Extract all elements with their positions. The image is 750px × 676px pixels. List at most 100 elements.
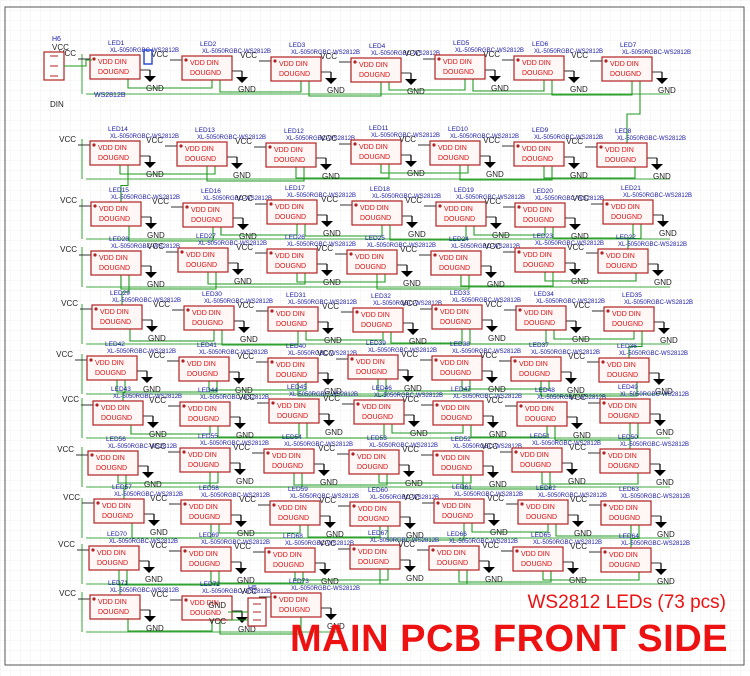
ground-symbol — [486, 326, 498, 332]
led-designator: LED28 — [109, 236, 129, 243]
led-pin-labels-bottom: DOUGND — [188, 462, 219, 469]
led-part-number: XL-5050RGBC-WS2812B — [532, 441, 601, 447]
vcc-net-label: VCC — [320, 52, 337, 61]
gnd-net-label: GND — [572, 335, 590, 344]
led-designator: LED16 — [201, 188, 221, 195]
led-pin-labels-bottom: DOUGND — [273, 562, 304, 569]
led-pin-labels-bottom: DOUGND — [606, 263, 637, 270]
led-part-number: XL-5050RGBC-WS2812B — [112, 298, 181, 304]
gnd-net-label: GND — [655, 387, 673, 396]
led-part-number: XL-5050RGBC-WS2812B — [620, 442, 689, 448]
led-part-number: XL-5050RGBC-WS2812B — [537, 395, 606, 401]
gnd-net-label: GND — [403, 279, 421, 288]
ground-symbol — [144, 76, 156, 82]
led-designator: LED23 — [533, 233, 553, 240]
gnd-net-label: GND — [322, 172, 340, 181]
gnd-net-label: GND — [321, 577, 339, 586]
led-part-number: XL-5050RGBC-WS2812B — [113, 394, 182, 400]
led-designator: LED73 — [289, 578, 309, 585]
led-body — [266, 199, 318, 225]
led-pin-labels-top: VDD DIN — [606, 253, 635, 260]
led-designator: LED40 — [286, 343, 306, 350]
gnd-net-label: GND — [238, 625, 256, 634]
led-designator: LED61 — [452, 484, 472, 491]
led-body — [181, 55, 233, 81]
gnd-net-label: GND — [146, 84, 164, 93]
gnd-net-label: GND — [234, 277, 252, 286]
led-pin-labels-bottom: DOUGND — [610, 71, 641, 78]
led-pin-labels-top: VDD DIN — [443, 59, 472, 66]
led-pin-labels-top: VDD DIN — [440, 360, 469, 367]
vcc-net-label: VCC — [319, 539, 336, 548]
gnd-net-label: GND — [488, 385, 506, 394]
led-body — [180, 499, 232, 525]
data-wire — [459, 153, 553, 181]
gnd-net-label: GND — [324, 336, 342, 345]
led-body — [87, 450, 139, 476]
ground-symbol — [652, 270, 664, 276]
led-pin-labels-bottom: DOUGND — [361, 322, 392, 329]
led-designator: LED69 — [199, 532, 219, 539]
ground-symbol — [145, 272, 157, 278]
gnd-net-label: GND — [489, 480, 507, 489]
led-pin-labels-top: VDD DIN — [440, 309, 469, 316]
led-part-number: XL-5050RGBC-WS2812B — [110, 588, 179, 594]
led-part-number: XL-5050RGBC-WS2812B — [109, 539, 178, 545]
led-pin-labels-bottom: DOUGND — [526, 514, 557, 521]
led-pin-labels-top: VDD DIN — [608, 403, 637, 410]
led-body — [352, 307, 404, 333]
data-wire — [552, 212, 634, 239]
led-body — [601, 56, 653, 82]
led-pin-labels-top: VDD DIN — [441, 455, 470, 462]
data-wire — [217, 411, 300, 438]
led-body — [600, 547, 652, 573]
led-body — [89, 594, 141, 620]
led-pin-labels-bottom: DOUGND — [277, 413, 308, 420]
page-title: MAIN PCB FRONT SIDE — [289, 618, 728, 660]
led-pin-labels-top: VDD DIN — [100, 309, 129, 316]
led-part-number: XL-5050RGBC-WS2812B — [110, 134, 179, 140]
led-body — [600, 500, 652, 526]
led-designator: LED24 — [449, 236, 469, 243]
vcc-net-label: VCC — [486, 396, 503, 405]
vcc-net-label: VCC — [569, 393, 586, 402]
ground-symbol — [234, 469, 246, 475]
led-body — [348, 449, 400, 475]
gnd-net-label: GND — [143, 385, 161, 394]
vcc-net-label: VCC — [482, 541, 499, 550]
vcc-net-label: VCC — [402, 395, 419, 404]
led-pin-labels-bottom: DOUGND — [188, 416, 219, 423]
led-designator: LED37 — [529, 342, 549, 349]
led-pin-labels-bottom: DOUGND — [97, 560, 128, 567]
ground-symbol — [404, 566, 416, 572]
led-part-number: XL-5050RGBC-WS2812B — [621, 494, 690, 500]
led-body — [513, 141, 565, 167]
data-wire — [120, 263, 217, 290]
led-pin-labels-top: VDD DIN — [356, 359, 385, 366]
led-pin-labels-bottom: DOUGND — [189, 514, 220, 521]
data-wire — [219, 605, 302, 635]
led-part-number: XL-5050RGBC-WS2812B — [453, 394, 522, 400]
led-part-number: XL-5050RGBC-WS2812B — [369, 443, 438, 449]
ground-symbol — [148, 520, 160, 526]
data-wire — [387, 511, 465, 541]
led-body — [267, 306, 319, 332]
led-pin-labels-top: VDD DIN — [97, 550, 126, 557]
data-wire — [551, 69, 633, 96]
led-pin-labels-bottom: DOUGND — [275, 214, 306, 221]
